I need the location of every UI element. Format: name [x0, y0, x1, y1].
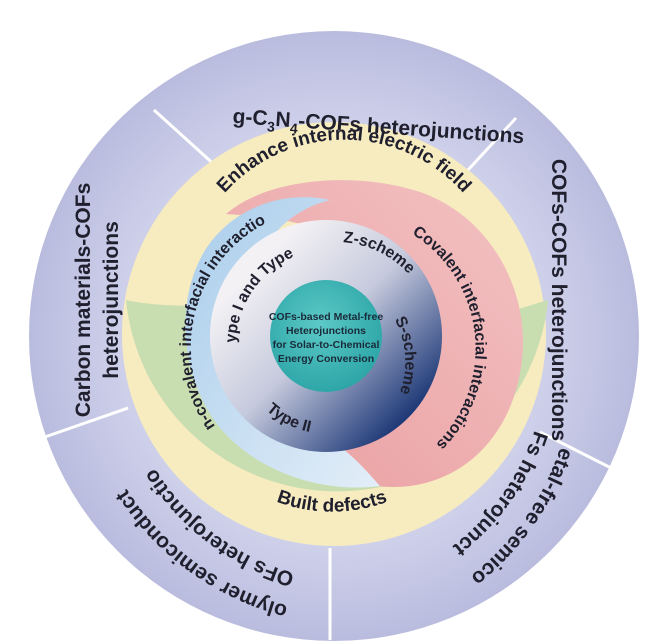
center-circle: [270, 280, 382, 392]
center-line-2: Heterojunctions: [286, 325, 366, 337]
center-line-3: for Solar-to-Chemical: [273, 339, 380, 351]
outer-label-left-1: Carbon materials-COFs: [72, 183, 95, 418]
outer-label-right: COFs-COFs heterojunctions: [547, 159, 570, 441]
outer-label-left-2: heterojunctions: [100, 221, 123, 379]
covalent-lobe: [226, 180, 524, 487]
center-line-4: Energy Conversion: [278, 353, 374, 365]
center-line-1: COFs-based Metal-free: [269, 311, 384, 323]
outer-ring-dividers: [41, 108, 616, 640]
